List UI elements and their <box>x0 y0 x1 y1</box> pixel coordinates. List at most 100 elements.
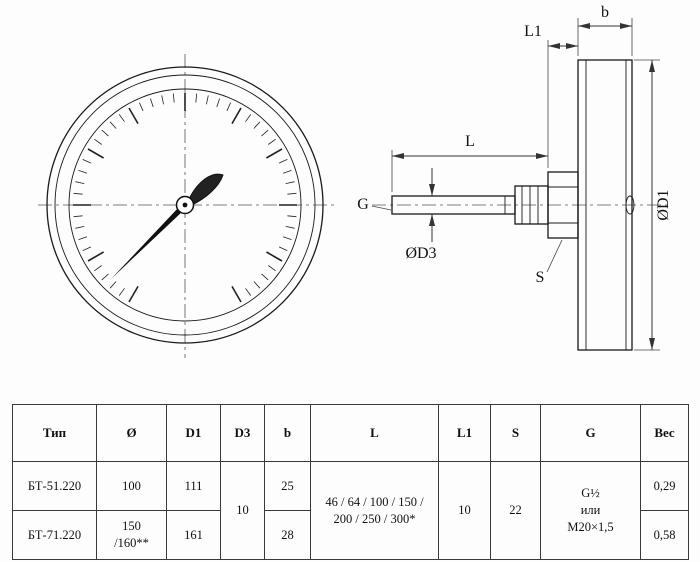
dim-label-s: S <box>536 269 545 286</box>
dial-tick <box>128 107 139 124</box>
dial-tick <box>266 251 283 262</box>
dim-label-d1: ØD1 <box>655 189 672 220</box>
dim-label-d3: ØD3 <box>405 245 436 262</box>
table-row: БТ-51.220 100 111 10 25 46 / 64 / 100 / … <box>12 461 689 560</box>
dial-tick-marks <box>73 93 297 303</box>
bezel-inner-circle <box>54 74 316 336</box>
adjustment-screw <box>625 195 635 215</box>
header-l: L <box>310 404 439 462</box>
cell-tip: БТ-51.220 <box>12 461 97 511</box>
dial-tick <box>139 102 144 112</box>
dial-tick <box>109 281 117 289</box>
cell-g-merged: G½ или M20×1,5 <box>540 461 641 560</box>
dial-tick <box>101 129 109 137</box>
dial-tick <box>285 181 295 184</box>
cell-diameter: 100 <box>96 461 167 511</box>
header-s: S <box>490 404 541 462</box>
dial-tick <box>226 102 231 112</box>
dim-label-b: b <box>601 4 609 21</box>
leader-line-g <box>371 205 392 211</box>
side-view <box>372 59 668 351</box>
cell-d1: 161 <box>166 510 221 560</box>
dial-tick <box>268 265 276 272</box>
diameter-line2: /160** <box>114 536 149 550</box>
dial-tick <box>118 288 125 296</box>
cell-b: 28 <box>264 510 311 560</box>
leader-line-s <box>546 239 563 273</box>
needle-hub-pin <box>182 202 188 208</box>
header-d3: D3 <box>220 404 265 462</box>
dial-tick <box>245 114 252 122</box>
cell-ves: 0,58 <box>640 510 689 560</box>
dial-tick <box>231 286 242 303</box>
cell-l1-merged: 10 <box>438 461 491 560</box>
dim-label-l1: L1 <box>524 23 542 40</box>
cell-b: 25 <box>264 461 311 511</box>
dial-tick <box>94 138 102 145</box>
diameter-line1: 150 <box>122 519 141 534</box>
dial-tick <box>75 226 85 229</box>
cell-diameter: 150 /160** <box>96 510 167 560</box>
dial-tick <box>231 107 242 124</box>
dial-tick <box>82 159 92 164</box>
header-l1: L1 <box>438 404 491 462</box>
dial-tick <box>253 121 261 129</box>
dial-tick <box>150 98 154 108</box>
dial-circle <box>68 88 302 322</box>
dial-tick <box>287 215 297 218</box>
dial-tick <box>73 192 83 195</box>
table-header-row: Тип Ø D1 D3 b L L1 S G Вес <box>12 404 689 462</box>
cell-tip: БТ-71.220 <box>12 510 97 560</box>
dial-tick <box>245 288 252 296</box>
header-b: b <box>264 404 311 462</box>
spec-table: Тип Ø D1 D3 b L L1 S G Вес БТ-51.220 100… <box>12 404 689 560</box>
dial-tick <box>118 114 125 122</box>
dial-tick <box>128 286 139 303</box>
dial-tick <box>266 148 283 159</box>
cell-s-merged: 22 <box>490 461 541 560</box>
cell-ves: 0,29 <box>640 461 689 511</box>
dial-tick <box>287 192 297 195</box>
dial-tick <box>78 236 88 240</box>
cell-l-merged: 46 / 64 / 100 / 150 / 200 / 250 / 300* <box>310 461 439 560</box>
g-thread-line1: G½ <box>581 486 600 501</box>
dial-tick <box>195 93 198 103</box>
dial-tick <box>268 138 276 145</box>
dial-tick <box>216 98 220 108</box>
dial-tick <box>282 170 292 174</box>
thermometer-drawing: b L1 L G ØD3 ØD1 S <box>38 4 672 358</box>
dial-tick <box>101 273 109 281</box>
dial-tick <box>261 273 269 281</box>
l-values-line2: 200 / 250 / 300* <box>333 511 416 526</box>
dial-tick <box>285 226 295 229</box>
header-d1: D1 <box>166 404 221 462</box>
header-g: G <box>540 404 641 462</box>
dial-tick <box>282 236 292 240</box>
l-values-line1: 46 / 64 / 100 / 150 / <box>325 494 424 509</box>
dial-tick <box>278 159 288 164</box>
needle <box>111 202 188 279</box>
dial-tick <box>253 281 261 289</box>
dial-tick <box>87 251 104 262</box>
dial-tick <box>109 121 117 129</box>
cell-d1: 111 <box>166 461 221 511</box>
dial-tick <box>172 93 175 103</box>
dial-tick <box>261 129 269 137</box>
dial-tick <box>87 148 104 159</box>
dial-tick <box>73 215 83 218</box>
dim-label-l: L <box>465 133 475 150</box>
dim-label-g: G <box>357 196 369 213</box>
dimensions: b L1 L G ØD3 ØD1 S <box>357 4 672 351</box>
header-ves: Вес <box>640 404 689 462</box>
dial-tick <box>78 170 88 174</box>
dial-tick <box>94 265 102 272</box>
front-view <box>38 54 334 358</box>
case-body <box>577 59 633 351</box>
dial-tick <box>161 95 164 105</box>
cell-d3-merged: 10 <box>220 461 265 560</box>
header-diameter: Ø <box>96 404 167 462</box>
needle-counterweight <box>188 173 224 206</box>
dial-tick <box>206 95 209 105</box>
dial-tick <box>278 246 288 251</box>
